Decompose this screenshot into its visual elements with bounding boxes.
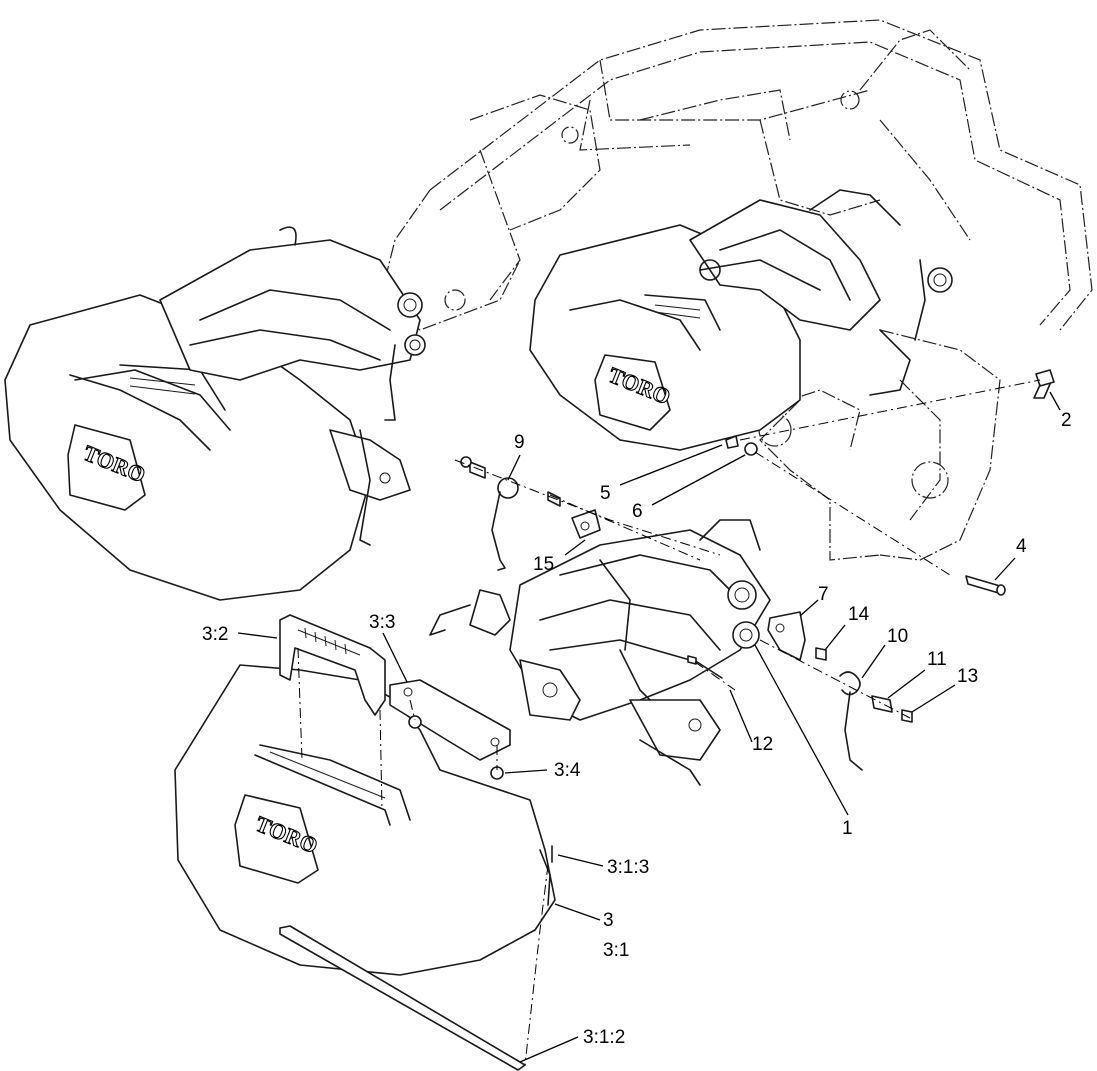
- callout-labels: 9 5 6 15 2 4 7 14 10 11 13 12 1 3:2 3:3 …: [202, 410, 1072, 1048]
- washer-6-part: [744, 442, 758, 456]
- hood-handle-part: [279, 614, 386, 716]
- callout-10: 10: [887, 626, 908, 647]
- assembly-axes: [297, 379, 1041, 1066]
- front-hood-assembly: TORO: [174, 664, 556, 976]
- spacer-11-part: [871, 695, 893, 713]
- callout-4: 4: [1016, 536, 1027, 557]
- callout-6: 6: [632, 501, 643, 522]
- callout-5: 5: [600, 483, 611, 504]
- spring-10-part: [839, 671, 863, 771]
- callout-3-4: 3:4: [554, 760, 581, 781]
- callout-3-3: 3:3: [369, 612, 395, 633]
- pin-4-part: [965, 575, 1006, 596]
- skirt-strip-part: [279, 925, 526, 1071]
- callout-3-1-3: 3:1:3: [607, 857, 649, 878]
- callout-12: 12: [752, 734, 773, 755]
- callout-7: 7: [818, 584, 829, 605]
- callout-15: 15: [533, 554, 554, 575]
- callout-11: 11: [927, 649, 947, 670]
- bolt-12-part: [687, 655, 723, 679]
- left-cutting-unit: TORO: [4, 226, 426, 601]
- hood-plate-part: [389, 679, 511, 780]
- bolt-15-part: [547, 491, 601, 539]
- callout-3-1-2: 3:1:2: [583, 1027, 625, 1048]
- nut-14-part: [815, 647, 827, 661]
- rear-right-cutting-unit: TORO: [529, 189, 953, 451]
- callout-3-2: 3:2: [202, 624, 228, 645]
- callout-2: 2: [1061, 410, 1072, 431]
- carrier-frame-assembly: [429, 519, 771, 786]
- callout-3: 3: [603, 910, 614, 931]
- washer-5-part: [725, 435, 739, 449]
- bolt-2-part: [1033, 369, 1055, 399]
- callout-14: 14: [848, 604, 870, 625]
- callout-13: 13: [957, 666, 978, 687]
- callout-1: 1: [842, 818, 853, 839]
- spring-9-part: [460, 456, 519, 571]
- toro-logo-rear-right: TORO: [594, 354, 675, 431]
- bracket-7-part: [767, 611, 806, 661]
- leader-lines: [237, 391, 1061, 1063]
- callout-9: 9: [514, 432, 525, 453]
- callout-3-1: 3:1: [603, 940, 629, 961]
